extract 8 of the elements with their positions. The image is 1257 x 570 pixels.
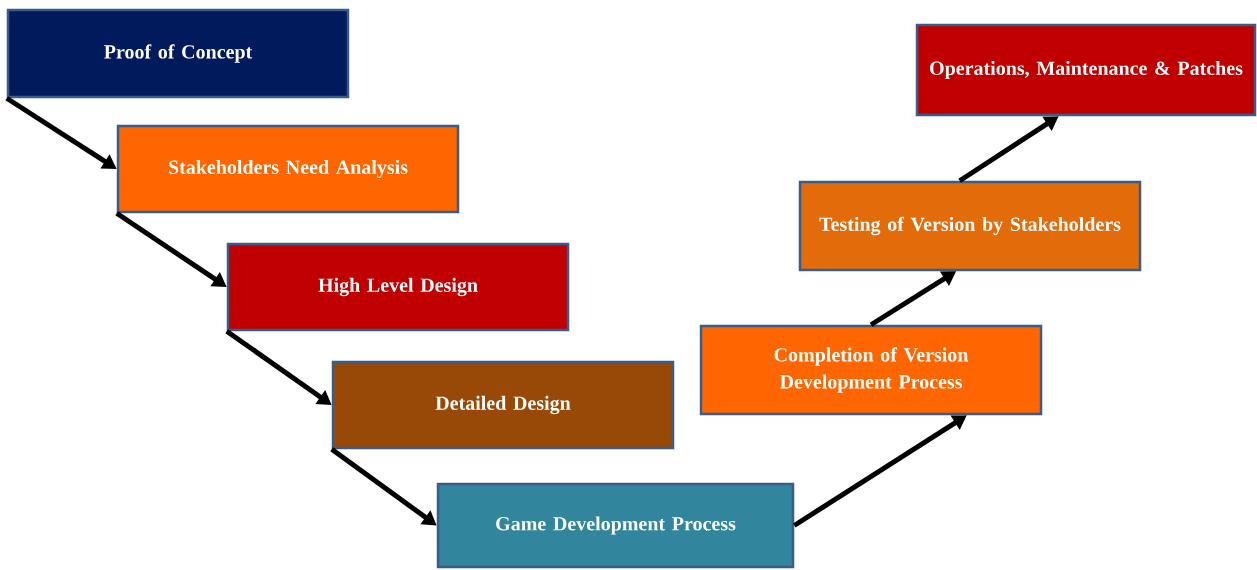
process-box: Operations, Maintenance & Patches (915, 23, 1257, 117)
process-box: Testing of Version by Stakeholders (798, 180, 1142, 272)
process-box: Detailed Design (331, 360, 675, 450)
process-box: Proof of Concept (6, 8, 350, 99)
process-box: Game Development Process (436, 482, 795, 569)
process-box: Stakeholders Need Analysis (116, 124, 460, 214)
process-box: Completion of Version Development Process (699, 324, 1043, 416)
process-box: High Level Design (226, 242, 570, 332)
